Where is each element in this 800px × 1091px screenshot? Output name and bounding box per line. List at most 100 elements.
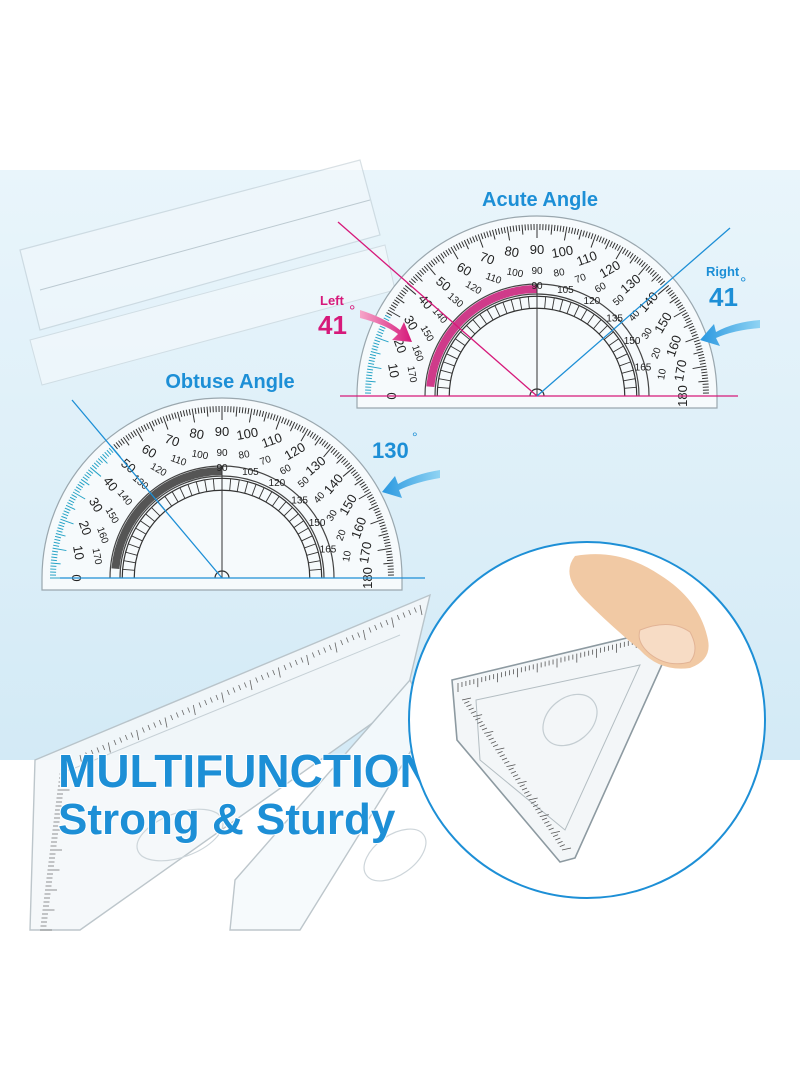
scale-tick	[59, 521, 66, 525]
magnified-tick	[546, 824, 552, 828]
scale-tick	[323, 442, 329, 448]
straight-ruler	[19, 159, 396, 386]
inner-scale-label: 90	[531, 266, 543, 277]
set-square-tick	[289, 662, 293, 668]
angle-line	[71, 399, 223, 579]
scale-tick	[379, 524, 386, 528]
magnified-tick	[510, 770, 517, 774]
scale-tick	[450, 246, 459, 260]
scale-tick	[360, 483, 367, 489]
left-angle-value: 41	[318, 310, 347, 340]
scale-tick	[700, 368, 707, 371]
scale-tick	[645, 265, 651, 272]
scale-tick	[52, 547, 67, 552]
outer-scale-label: 100	[235, 424, 259, 443]
acute-angle-title: Acute Angle	[482, 189, 598, 211]
scale-tick	[102, 453, 108, 459]
scale-tick	[380, 527, 387, 530]
scale-tick	[140, 425, 145, 432]
scale-tick	[506, 226, 511, 241]
set-square-tick	[192, 704, 196, 716]
right-arrow-icon	[700, 320, 760, 346]
scale-tick	[660, 280, 666, 286]
scale-tick	[342, 467, 355, 477]
scale-tick	[626, 251, 632, 258]
scale-tick	[463, 239, 469, 250]
inner-protractor-label: 135	[606, 313, 623, 324]
scale-tick	[689, 328, 696, 332]
obtuse-angle-value: 130	[372, 438, 409, 463]
scale-tick	[559, 225, 562, 232]
scale-tick	[162, 416, 169, 430]
outer-scale-label: 30	[86, 495, 106, 515]
scale-tick	[135, 428, 144, 442]
scale-tick	[68, 499, 75, 504]
set-square-tick	[124, 734, 128, 741]
scale-tick	[118, 440, 123, 446]
scale-tick	[374, 339, 381, 343]
scale-tick	[590, 234, 597, 248]
scale-tick	[435, 256, 440, 262]
scale-tick	[370, 502, 377, 506]
scale-tick	[352, 471, 358, 477]
outer-scale-label: 160	[663, 333, 685, 359]
scale-tick	[368, 504, 379, 510]
set-square-tick	[391, 617, 395, 628]
scale-tick	[590, 233, 594, 240]
outer-scale-label: 60	[454, 259, 474, 279]
scale-tick	[365, 377, 372, 380]
scale-tick	[374, 510, 381, 514]
magnified-tick	[559, 844, 565, 848]
scale-tick	[421, 267, 427, 273]
scale-tick	[389, 306, 395, 311]
set-square-tick	[238, 684, 242, 691]
scale-tick	[51, 553, 58, 556]
magnified-tick	[550, 830, 560, 834]
scale-tick	[699, 359, 706, 362]
scale-tick	[194, 408, 197, 415]
scale-tick	[261, 410, 265, 418]
set-square-tick	[351, 634, 355, 641]
set-square-tick	[306, 654, 310, 666]
scale-tick	[354, 474, 360, 479]
set-square-tick	[255, 677, 259, 683]
scale-tick	[387, 309, 401, 318]
scale-tick	[185, 409, 188, 416]
scale-tick	[143, 424, 148, 431]
scale-tick	[372, 345, 379, 348]
scale-tick	[636, 258, 641, 264]
scale-tick	[61, 515, 68, 519]
magnified-tick	[492, 744, 499, 748]
scale-tick	[472, 236, 476, 243]
inner-scale-label: 110	[484, 271, 503, 287]
set-square-tick	[170, 714, 174, 721]
scale-tick	[437, 254, 445, 264]
inner-protractor-label: 135	[291, 495, 308, 506]
scale-tick	[171, 413, 174, 420]
scale-tick	[677, 304, 684, 309]
outer-scale-label: 160	[348, 515, 370, 541]
scale-tick	[383, 538, 390, 542]
scale-tick	[108, 447, 114, 454]
scale-band	[111, 467, 223, 570]
left-arrow-icon	[360, 310, 412, 342]
scale-tick	[267, 412, 270, 419]
scale-tick	[683, 322, 694, 328]
scale-tick	[442, 251, 448, 258]
magnified-tick	[501, 757, 508, 761]
magnified-tick	[508, 767, 514, 771]
scale-tick	[359, 481, 365, 486]
scale-tick	[263, 411, 267, 422]
scale-tick	[311, 433, 317, 440]
scale-tick	[518, 224, 521, 231]
set-square-tick	[311, 652, 315, 658]
scale-tick	[515, 225, 518, 232]
set-square-tick	[209, 697, 213, 703]
scale-tick	[74, 488, 80, 493]
inner-scale-label: 60	[593, 280, 609, 295]
inner-scale-label: 10	[341, 550, 354, 563]
scale-tick	[596, 235, 600, 242]
scale-tick	[395, 296, 405, 304]
scale-tick	[368, 496, 375, 501]
